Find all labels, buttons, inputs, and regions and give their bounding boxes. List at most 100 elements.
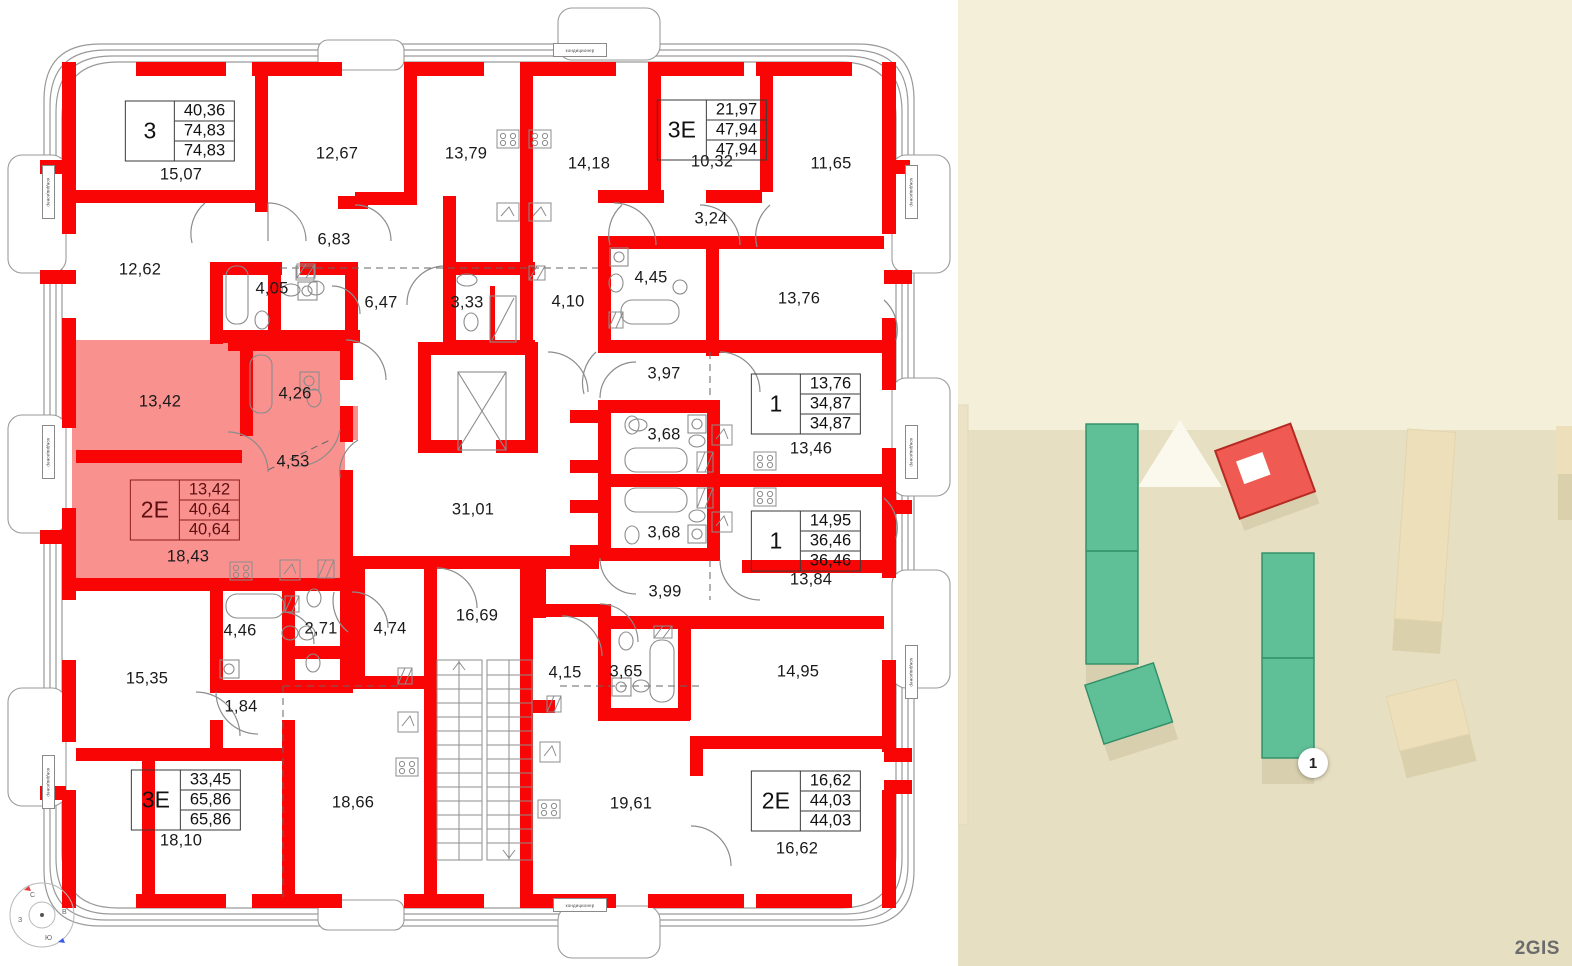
apartment-type-code: 3	[143, 117, 157, 144]
apartment-area-value: 40,64	[188, 520, 231, 539]
conditioner-tag: кондиционер	[42, 425, 55, 479]
apartment-area-value: 74,83	[174, 122, 235, 142]
conditioner-tag: кондиционер	[553, 43, 607, 57]
apartment-area-value: 33,45	[180, 771, 241, 791]
room-area-label: 3,99	[648, 582, 682, 601]
room-area-label: 4,15	[548, 663, 582, 682]
map-beige-buildings	[1385, 426, 1572, 779]
conditioner-tag: кондиционер	[905, 645, 918, 699]
room-area-label: 3,68	[647, 425, 681, 444]
apartment-area-value: 44,03	[800, 792, 861, 812]
apartment-area-value: 14,95	[800, 512, 861, 532]
room-area-label: 19,61	[609, 794, 653, 813]
apartment-area-value: 40,36	[174, 102, 235, 122]
apartment-type-code: 2E	[761, 787, 790, 814]
apartment-area-value: 16,62	[800, 772, 861, 792]
map-pin-1[interactable]: 1	[1298, 748, 1328, 778]
svg-text:В: В	[62, 909, 67, 916]
apartment-area-value: 47,94	[715, 140, 758, 159]
conditioner-tag: кондиционер	[905, 425, 918, 479]
fixtures	[219, 247, 707, 703]
mini-map-panel[interactable]: 1 2GIS	[958, 0, 1572, 966]
room-area-label: 3,97	[647, 364, 681, 383]
apartment-area-value: 74,83	[183, 141, 226, 160]
room-area-label: 13,76	[777, 289, 821, 308]
apartment-type-code: 1	[769, 527, 783, 554]
apartment-area-value: 36,46	[800, 532, 861, 552]
map-pin-label: 1	[1308, 754, 1318, 772]
apartment-area-value: 21,97	[706, 101, 767, 121]
room-area-label: 14,95	[776, 662, 820, 681]
compass-rose: С В Ю З	[9, 882, 75, 948]
room-area-label: 4,26	[278, 384, 312, 403]
apartment-type-code: 2E	[140, 496, 169, 523]
room-area-label: 4,74	[373, 619, 407, 638]
room-area-label: 3,33	[450, 293, 484, 312]
conditioner-tag: кондиционер	[553, 898, 607, 912]
room-area-label: 16,69	[455, 606, 499, 625]
apartment-area-value: 13,42	[179, 481, 240, 501]
room-area-label: 2,71	[304, 619, 338, 638]
map-green-buildings	[1083, 423, 1315, 784]
room-area-label: 4,10	[551, 292, 585, 311]
conditioner-tag: кондиционер	[905, 165, 918, 219]
kitchen-icons	[229, 129, 777, 819]
conditioner-tag: кондиционер	[42, 165, 55, 219]
room-area-label: 15,35	[125, 669, 169, 688]
apartment-area-value: 65,86	[189, 810, 232, 829]
svg-text:С: С	[30, 892, 35, 899]
room-area-label: 4,05	[255, 279, 289, 298]
walls	[40, 62, 912, 908]
apartment-area-value: 13,76	[800, 375, 861, 395]
elevator-cab	[457, 371, 507, 451]
room-area-label: 1,84	[224, 697, 258, 716]
room-area-label: 4,53	[276, 452, 310, 471]
floor-plan-drawing: С В Ю З	[7, 7, 951, 959]
room-area-label: 18,66	[331, 793, 375, 812]
map-selected-building	[1213, 422, 1320, 531]
apartment-area-value: 34,87	[809, 414, 852, 433]
apartment-type-code: 3E	[667, 116, 696, 143]
room-area-label: 13,79	[444, 144, 488, 163]
apartment-area-value: 44,03	[809, 811, 852, 830]
apartment-type-code: 1	[769, 390, 783, 417]
room-area-label: 6,83	[317, 230, 351, 249]
room-area-label: 18,10	[159, 831, 203, 850]
apartment-area-value: 34,87	[800, 395, 861, 415]
svg-text:З: З	[18, 917, 22, 924]
map-watermark: 2GIS	[1514, 938, 1560, 959]
map-triangle	[1138, 420, 1222, 487]
room-area-label: 3,65	[609, 662, 643, 681]
room-area-label: 18,43	[166, 547, 210, 566]
map-drawing	[958, 0, 1572, 966]
room-area-label: 13,84	[789, 570, 833, 589]
room-area-label: 12,67	[315, 144, 359, 163]
vent-icons	[284, 263, 714, 713]
room-area-label: 4,46	[223, 621, 257, 640]
conditioner-tag: кондиционер	[42, 755, 55, 809]
staircase	[436, 659, 533, 861]
room-area-label: 6,47	[364, 293, 398, 312]
room-area-label: 4,45	[634, 268, 668, 287]
room-area-label: 13,42	[138, 392, 182, 411]
room-area-label: 11,65	[810, 154, 852, 173]
apartment-area-value: 40,64	[179, 501, 240, 521]
svg-text:Ю: Ю	[45, 935, 52, 942]
apartment-type-code: 3E	[141, 786, 170, 813]
room-area-label: 16,62	[775, 839, 819, 858]
room-area-label: 12,62	[118, 260, 162, 279]
room-area-label: 10,32	[690, 152, 734, 171]
room-area-label: 3,24	[694, 209, 728, 228]
room-area-label: 31,01	[451, 500, 495, 519]
apartment-area-value: 65,86	[180, 791, 241, 811]
room-area-label: 14,18	[567, 154, 611, 173]
